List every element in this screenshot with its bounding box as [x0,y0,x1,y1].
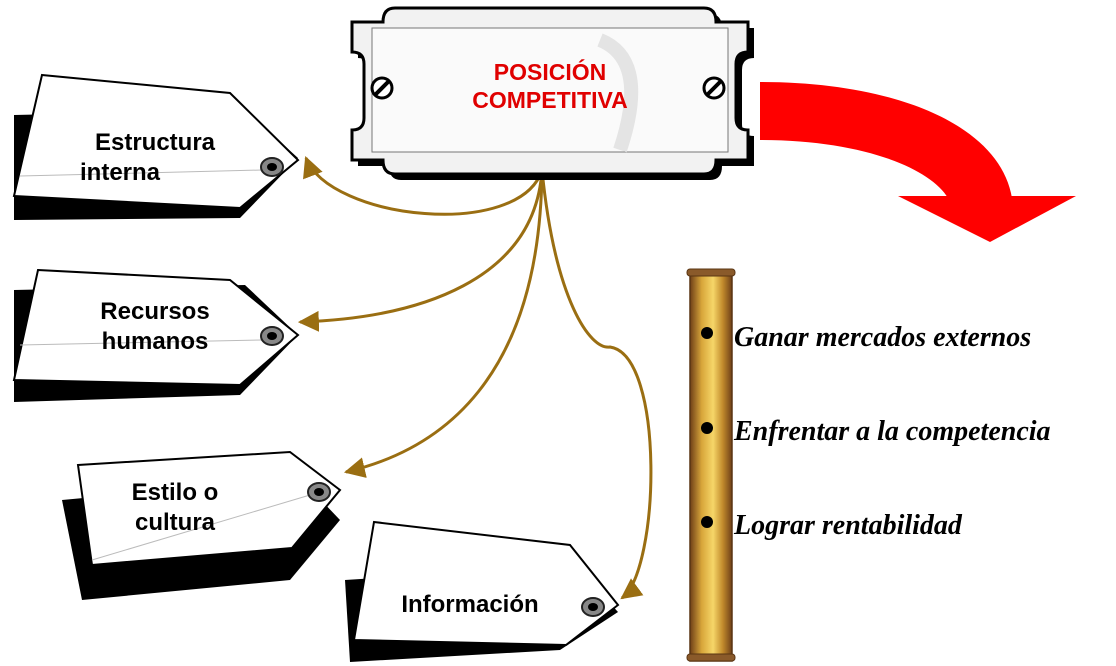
goal-ganar-mercados: Ganar mercados externos [734,322,1032,353]
bullet-icon [701,327,713,339]
tag-label-line: Estilo o [131,479,219,506]
screw-icon [370,76,394,100]
bullet-icon [701,422,713,434]
connector-estilo [343,169,544,478]
goal-enfrentar-competencia: Enfrentar a la competencia [734,416,1051,447]
center-title: POSICIÓN COMPETITIVA [420,58,680,114]
connector-estructura [303,156,544,216]
connector-arrows [297,156,653,600]
tag-label-line: interna [80,159,161,186]
connector-recursos [297,169,544,332]
tag-estructura-interna [12,73,300,220]
screw-icon [702,76,726,100]
tag-label-estructura: Estructura interna [70,128,240,188]
tag-label-recursos: Recursos humanos [70,297,240,357]
tag-label-line: cultura [134,509,215,536]
tag-label-line: Información [401,591,539,618]
goals-bar [686,268,736,662]
bullet-icon [701,516,713,528]
center-plate [350,6,754,180]
center-title-line1: POSICIÓN [493,59,607,85]
connector-informacion [540,169,653,600]
tag-recursos-humanos [12,268,300,402]
center-title-line2: COMPETITIVA [472,87,628,113]
tag-label-line: Estructura [94,129,216,156]
tag-label-line: humanos [101,328,209,355]
tag-informacion [345,520,620,662]
tag-label-estilo: Estilo o cultura [90,478,260,538]
tag-label-informacion: Información [380,590,560,620]
red-curved-arrow-icon [760,82,1076,242]
tag-label-line: Recursos [100,298,210,325]
goal-lograr-rentabilidad: Lograr rentabilidad [734,510,962,541]
tag-estilo-cultura [62,450,342,600]
